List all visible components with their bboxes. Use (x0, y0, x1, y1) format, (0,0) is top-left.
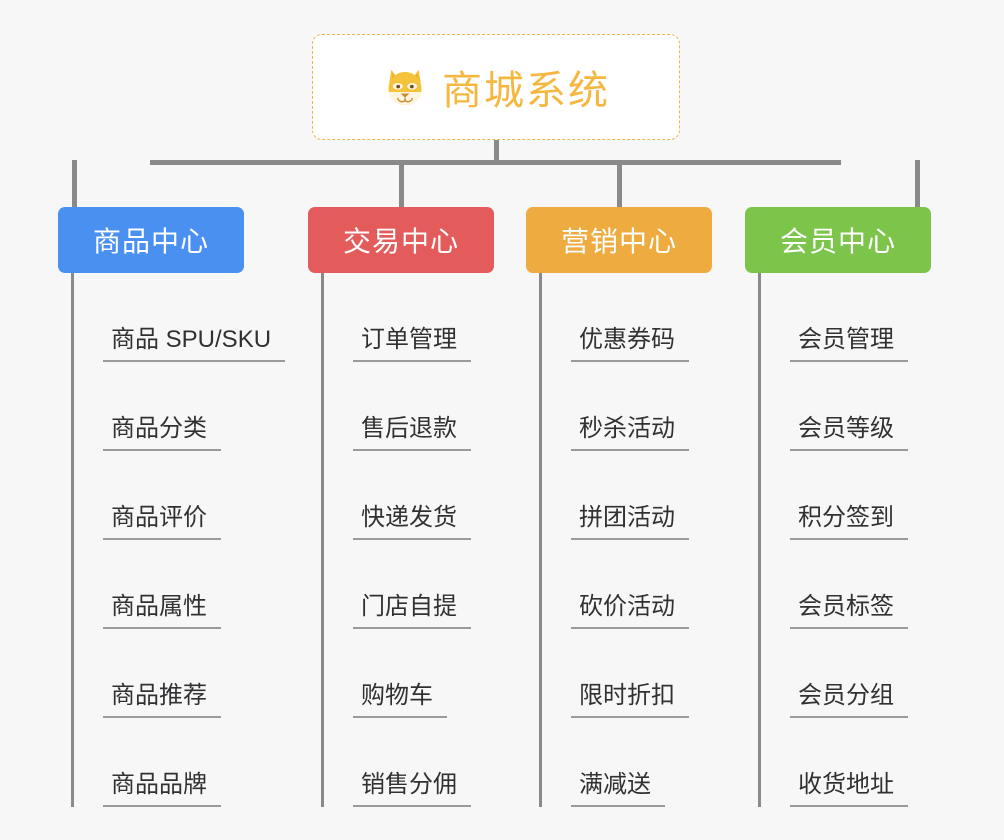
sub-item-label: 秒杀活动 (571, 415, 689, 451)
sub-item[interactable]: 限时折扣 (539, 629, 689, 718)
sub-item-label: 会员标签 (790, 593, 908, 629)
category-label: 交易中心 (342, 226, 459, 257)
sub-item[interactable]: 积分签到 (758, 451, 908, 540)
sub-item-label: 积分签到 (790, 504, 908, 540)
sub-item[interactable]: 会员分组 (758, 629, 908, 718)
sub-item[interactable]: 会员标签 (758, 540, 908, 629)
sub-item[interactable]: 商品评价 (71, 451, 285, 540)
sub-item[interactable]: 优惠券码 (539, 273, 689, 362)
connector-drop-product-center (72, 160, 77, 207)
sub-item-label: 砍价活动 (571, 593, 689, 629)
sub-item-label: 优惠券码 (571, 326, 689, 362)
sub-item[interactable]: 购物车 (321, 629, 471, 718)
sub-items-product-center: 商品 SPU/SKU 商品分类商品评价商品属性商品推荐商品品牌 (71, 273, 286, 807)
sub-item[interactable]: 快递发货 (321, 451, 471, 540)
sub-item-label: 商品品牌 (103, 771, 221, 807)
sub-item[interactable]: 售后退款 (321, 362, 471, 451)
sub-item-label: 商品分类 (103, 415, 221, 451)
sub-item-label: 售后退款 (353, 415, 471, 451)
category-label: 会员中心 (779, 226, 896, 257)
sub-item[interactable]: 拼团活动 (539, 451, 689, 540)
root-node-mall-system[interactable]: 商城系统 (312, 34, 680, 140)
category-card-trade-center[interactable]: 交易中心 (308, 207, 494, 273)
sub-item[interactable]: 商品 SPU/SKU (71, 273, 286, 362)
connector-horizontal-bar (150, 160, 841, 165)
category-label: 商品中心 (92, 226, 209, 257)
category-card-marketing-center[interactable]: 营销中心 (526, 207, 712, 273)
sub-item[interactable]: 满减送 (539, 718, 689, 807)
connector-drop-trade-center (399, 160, 404, 207)
sub-item-label: 购物车 (353, 682, 447, 718)
category-card-product-center[interactable]: 商品中心 (58, 207, 244, 273)
sub-item-label: 限时折扣 (571, 682, 689, 718)
sub-item-label: 商品属性 (103, 593, 221, 629)
sub-item-label: 满减送 (571, 771, 665, 807)
sub-item-label: 收货地址 (790, 771, 908, 807)
column-rail-product-center (71, 273, 74, 807)
sub-item[interactable]: 会员等级 (758, 362, 908, 451)
shiba-dog-face-icon (382, 64, 428, 110)
sub-items-member-center: 会员管理会员等级积分签到会员标签会员分组收货地址 (758, 273, 908, 807)
connector-drop-marketing-center (617, 160, 622, 207)
root-title: 商城系统 (442, 69, 610, 113)
sub-item[interactable]: 秒杀活动 (539, 362, 689, 451)
sub-item-label: 拼团活动 (571, 504, 689, 540)
sub-item[interactable]: 商品分类 (71, 362, 285, 451)
category-label: 营销中心 (560, 226, 677, 257)
sub-item-label: 会员分组 (790, 682, 908, 718)
category-card-member-center[interactable]: 会员中心 (745, 207, 931, 273)
sub-item[interactable]: 商品推荐 (71, 629, 285, 718)
sub-item[interactable]: 砍价活动 (539, 540, 689, 629)
sub-item-label: 会员等级 (790, 415, 908, 451)
sub-items-trade-center: 订单管理售后退款快递发货门店自提购物车销售分佣 (321, 273, 471, 807)
sub-item[interactable]: 商品属性 (71, 540, 285, 629)
column-rail-marketing-center (539, 273, 542, 807)
sub-item-label: 会员管理 (790, 326, 908, 362)
sub-item-label: 订单管理 (353, 326, 471, 362)
sub-item[interactable]: 收货地址 (758, 718, 908, 807)
column-rail-trade-center (321, 273, 324, 807)
sub-item-label: 商品推荐 (103, 682, 221, 718)
connector-stem (494, 140, 499, 164)
sub-item-label: 销售分佣 (353, 771, 471, 807)
sub-item[interactable]: 商品品牌 (71, 718, 285, 807)
sub-items-marketing-center: 优惠券码秒杀活动拼团活动砍价活动限时折扣满减送 (539, 273, 689, 807)
sub-item[interactable]: 门店自提 (321, 540, 471, 629)
connector-drop-member-center (915, 160, 920, 207)
sub-item-label: 商品 SPU/SKU (103, 326, 286, 362)
sub-item-label: 门店自提 (353, 593, 471, 629)
sub-item-label: 快递发货 (353, 504, 471, 540)
sub-item[interactable]: 会员管理 (758, 273, 908, 362)
sub-item-label: 商品评价 (103, 504, 221, 540)
sub-item[interactable]: 订单管理 (321, 273, 471, 362)
sub-item[interactable]: 销售分佣 (321, 718, 471, 807)
column-rail-member-center (758, 273, 761, 807)
